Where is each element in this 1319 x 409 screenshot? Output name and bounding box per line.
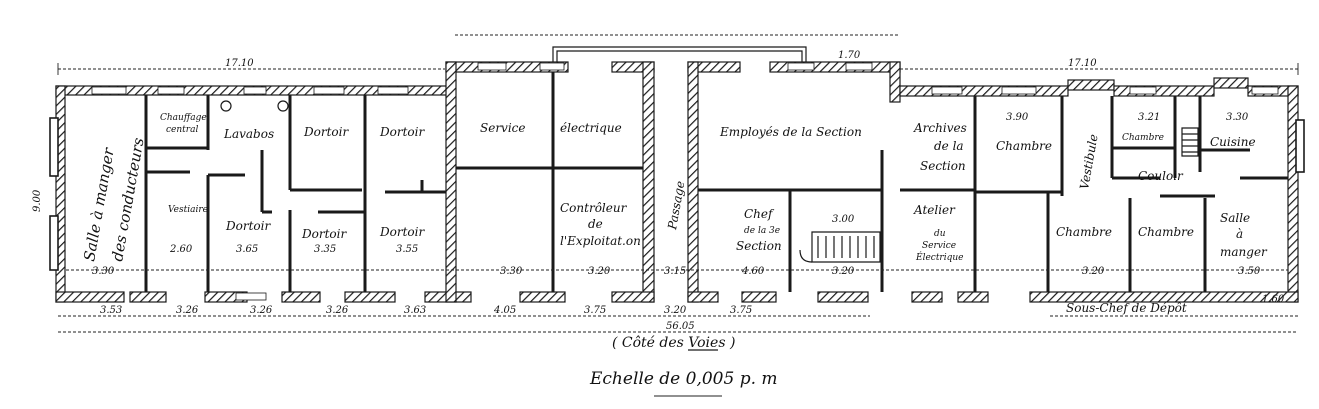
label-controleur-3: l'Exploitat.on: [560, 234, 641, 248]
label-dortoir-5: Dortoir: [379, 225, 425, 239]
dim-interior-16: 1.60: [1262, 294, 1285, 305]
label-service-1: Service: [480, 121, 526, 135]
label-couloir: Couloir: [1138, 169, 1184, 183]
dim-bottom-7: 3.20: [664, 305, 687, 316]
inner-partitions: [144, 72, 1288, 292]
label-chambre-1: Chambre: [996, 139, 1052, 153]
dim-interior-0: 3.30: [92, 266, 115, 277]
label-dortoir-1: Dortoir: [303, 125, 349, 139]
label-salle-1: Salle: [1220, 211, 1250, 225]
dim-bottom-6: 3.75: [584, 305, 606, 316]
label-vestibule: Vestibule: [1077, 133, 1100, 190]
dim-interior-5: 3.30: [500, 266, 523, 277]
staircase: [799, 127, 1199, 263]
dim-interior-6: 3.20: [588, 266, 611, 277]
label-chambre-4: Chambre: [1138, 225, 1194, 239]
outer-walls: [55, 61, 1299, 303]
dim-interior-10: 3.20: [832, 266, 855, 277]
label-passage: Passage: [665, 180, 687, 232]
label-sous-chef: Sous-Chef de Dépôt: [1066, 301, 1187, 315]
dim-interior-2: 3.65: [236, 244, 258, 255]
dim-bottom-8: 3.75: [730, 305, 752, 316]
dim-top-mid: 1.70: [838, 50, 861, 61]
label-dortoir-3: Dortoir: [225, 219, 271, 233]
dim-interior-1: 2.60: [169, 244, 193, 255]
label-archives-2: de la: [934, 139, 964, 153]
dim-bottom-1: 3.26: [176, 305, 199, 316]
label-atelier-3: Service: [922, 241, 956, 251]
dim-bottom-2: 3.26: [250, 305, 273, 316]
dim-left-height: 9.00: [32, 189, 43, 212]
top-windows: [91, 62, 1279, 301]
cote-des-voies: ( Côté des Voies ): [612, 335, 735, 351]
dim-interior-7: 3.15: [664, 266, 686, 277]
dim-top-left: 17.10: [225, 58, 254, 69]
label-chauffage-2: central: [166, 125, 198, 135]
label-atelier-2: du: [934, 229, 946, 239]
dim-bottom-3: 3.26: [326, 305, 349, 316]
label-chambre-2: Chambre: [1122, 133, 1164, 143]
label-archives-1: Archives: [913, 121, 967, 135]
label-chambre-3: Chambre: [1056, 225, 1112, 239]
label-atelier-4: Électrique: [915, 251, 964, 263]
dim-bottom-5: 4.05: [493, 305, 516, 316]
label-chef-1: Chef: [744, 207, 775, 221]
interior-dimensions: 3.30 2.60 3.65 3.35 3.55 3.30 3.20 3.15 …: [32, 112, 1288, 305]
label-salle-3: manger: [1220, 245, 1268, 259]
top-dimension-lines: 17.10 17.10 1.70: [57, 34, 1299, 75]
label-chauffage-1: Chauffage: [160, 113, 207, 123]
label-chef-2: de la 3e: [744, 226, 780, 236]
label-chef-3: Section: [736, 239, 782, 253]
dim-interior-3: 3.35: [314, 244, 336, 255]
label-employes: Employés de la Section: [719, 125, 862, 139]
label-cuisine: Cuisine: [1210, 135, 1256, 149]
footer: ( Côté des Voies ) Echelle de 0,005 p. m: [589, 335, 778, 397]
dim-bottom-4: 3.63: [404, 305, 426, 316]
dim-interior-11: 3.00: [832, 214, 855, 225]
dim-interior-14: 3.21: [1138, 112, 1160, 123]
label-salle-2: à: [1236, 227, 1243, 241]
dim-interior-9: 4.60: [741, 266, 765, 277]
dim-overall: 56.05: [666, 321, 695, 332]
marquise-outline: [552, 46, 807, 62]
left-windows: [49, 117, 1305, 271]
bottom-dimensions: 3.53 3.26 3.26 3.26 3.63 4.05 3.75 3.20 …: [58, 305, 1298, 333]
label-atelier-1: Atelier: [913, 203, 956, 217]
dim-interior-15: 3.30: [1226, 112, 1249, 123]
label-archives-3: Section: [920, 159, 966, 173]
label-dortoir-2: Dortoir: [379, 125, 425, 139]
dim-interior-12: 3.20: [1082, 266, 1105, 277]
label-vestiaire: Vestiaire: [168, 205, 208, 215]
dim-interior-13: 3.90: [1006, 112, 1029, 123]
label-dortoir-4: Dortoir: [301, 227, 347, 241]
label-service-2: électrique: [560, 121, 622, 135]
label-lavabos: Lavabos: [223, 127, 274, 141]
dim-interior-8: 3.50: [1238, 266, 1261, 277]
dim-interior-4: 3.55: [396, 244, 418, 255]
label-controleur-2: de: [588, 217, 603, 231]
label-controleur-1: Contrôleur: [560, 201, 628, 215]
lavabo-fixtures: [220, 100, 289, 112]
room-labels: Salle à manger des conducteurs Chauffage…: [80, 113, 1268, 315]
dim-top-right: 17.10: [1068, 58, 1097, 69]
scale-label: Echelle de 0,005 p. m: [589, 369, 778, 389]
dim-bottom-0: 3.53: [100, 305, 122, 316]
